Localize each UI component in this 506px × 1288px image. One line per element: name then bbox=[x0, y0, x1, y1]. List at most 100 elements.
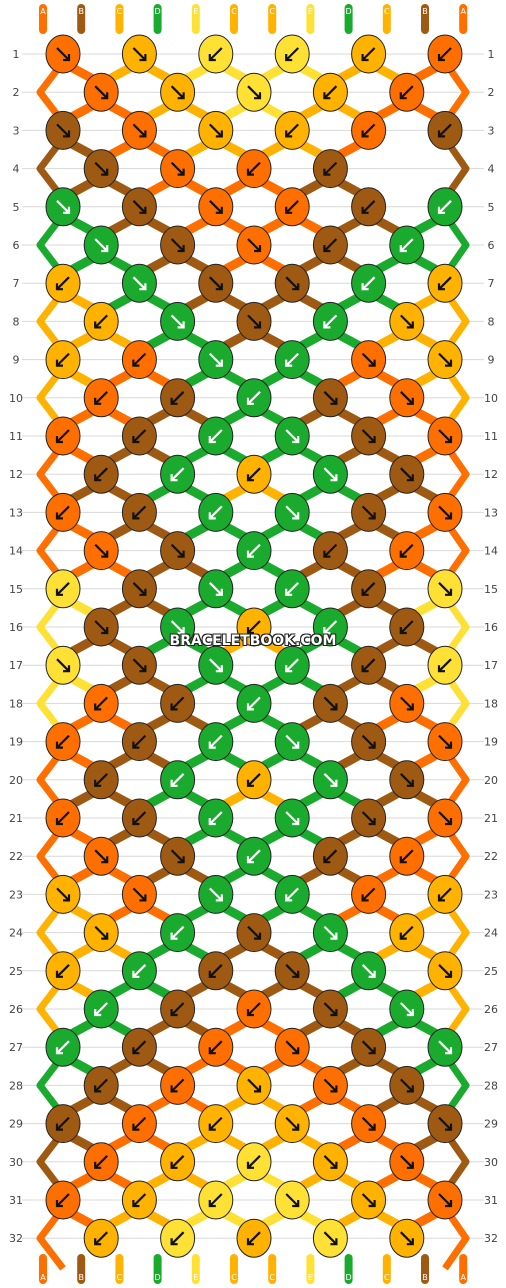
knot bbox=[45, 187, 81, 227]
arrow-head-icon bbox=[368, 970, 376, 978]
knot bbox=[351, 645, 387, 685]
knot bbox=[274, 187, 310, 227]
row-number: 19 bbox=[484, 736, 498, 749]
strand-end: C bbox=[230, 4, 238, 34]
knot bbox=[198, 110, 234, 150]
arrow-head-icon bbox=[437, 54, 445, 62]
arrow-head-icon bbox=[445, 512, 453, 520]
arrow-head-icon bbox=[215, 206, 223, 214]
arrow-se-icon bbox=[361, 505, 376, 520]
arrow-sw-icon bbox=[56, 1116, 70, 1131]
arrow-sw-icon bbox=[56, 811, 70, 825]
arrow-head-icon bbox=[177, 321, 185, 329]
arrow-head-icon bbox=[368, 1200, 376, 1208]
arrow-head-icon bbox=[132, 970, 140, 978]
arrow-se-icon bbox=[94, 161, 108, 176]
edge-thread-right bbox=[442, 1206, 470, 1271]
row-number: 12 bbox=[484, 468, 498, 481]
strand-tail bbox=[421, 4, 429, 34]
arrow-head-icon bbox=[361, 206, 369, 214]
knot bbox=[45, 1180, 81, 1220]
arrow-head-icon bbox=[246, 627, 254, 635]
edge-thread-left bbox=[36, 289, 66, 354]
row-number: 3 bbox=[13, 124, 20, 137]
arrow-head-icon bbox=[285, 130, 293, 138]
knot bbox=[274, 492, 310, 532]
knot bbox=[389, 1218, 425, 1258]
arrow-sw-icon bbox=[94, 1002, 108, 1016]
arrow-sw-icon bbox=[285, 123, 299, 138]
arrow-sw-icon bbox=[361, 47, 376, 61]
arrow-se-icon bbox=[323, 1002, 338, 1016]
arrow-head-icon bbox=[63, 130, 71, 138]
arrow-head-icon bbox=[254, 932, 262, 940]
row-number: 26 bbox=[484, 1003, 498, 1016]
arrow-head-icon bbox=[361, 894, 369, 902]
strand-end: B bbox=[421, 4, 429, 34]
knot bbox=[427, 722, 463, 762]
arrow-se-icon bbox=[94, 925, 108, 940]
knot bbox=[274, 110, 310, 150]
arrow-head-icon bbox=[368, 512, 376, 520]
row-number: 20 bbox=[484, 774, 498, 787]
strand-end: B bbox=[421, 1254, 429, 1284]
arrow-se-icon bbox=[209, 887, 223, 902]
arrow-se-icon bbox=[361, 811, 376, 825]
knot bbox=[389, 225, 425, 265]
knot bbox=[427, 951, 463, 991]
arrow-sw-icon bbox=[209, 811, 223, 825]
strand-end: C bbox=[382, 1254, 391, 1284]
arrow-se-icon bbox=[400, 696, 414, 711]
arrow-sw-icon bbox=[56, 1040, 70, 1054]
knot bbox=[427, 645, 463, 685]
row-number: 23 bbox=[9, 888, 23, 901]
strand-label: C bbox=[117, 1273, 123, 1282]
strand-label: B bbox=[422, 1273, 428, 1282]
knot bbox=[83, 989, 119, 1029]
knot bbox=[121, 722, 157, 762]
arrow-head-icon bbox=[406, 474, 414, 482]
knot bbox=[83, 72, 119, 112]
knot bbox=[427, 569, 463, 609]
arrow-sw-icon bbox=[94, 467, 108, 481]
arrow-head-icon bbox=[246, 550, 254, 558]
knot bbox=[274, 1027, 310, 1067]
knot bbox=[351, 187, 387, 227]
edge-thread-right bbox=[442, 365, 470, 430]
arrow-sw-icon bbox=[400, 543, 414, 558]
arrow-head-icon bbox=[323, 550, 331, 558]
strand-label: E bbox=[308, 7, 313, 16]
row-number: 2 bbox=[488, 86, 495, 99]
knot bbox=[45, 492, 81, 532]
knot bbox=[160, 378, 196, 418]
knot bbox=[351, 34, 387, 74]
knot bbox=[236, 1142, 272, 1182]
arrow-sw-icon bbox=[209, 964, 223, 978]
row-number: 7 bbox=[488, 277, 495, 290]
arrow-se-icon bbox=[56, 658, 70, 672]
arrow-head-icon bbox=[323, 245, 331, 253]
arrow-head-icon bbox=[292, 970, 300, 978]
arrow-sw-icon bbox=[56, 429, 70, 443]
arrow-head-icon bbox=[330, 703, 338, 711]
row-number: 8 bbox=[13, 315, 20, 328]
arrow-sw-icon bbox=[247, 1155, 261, 1169]
row-number: 29 bbox=[9, 1118, 23, 1131]
arrow-head-icon bbox=[445, 1200, 453, 1208]
arrow-sw-icon bbox=[285, 47, 299, 61]
knot bbox=[427, 1180, 463, 1220]
arrow-head-icon bbox=[406, 1009, 414, 1017]
knot bbox=[121, 645, 157, 685]
knot bbox=[236, 1218, 272, 1258]
arrow-head-icon bbox=[323, 321, 331, 329]
row-number: 11 bbox=[484, 430, 498, 443]
edge-thread-left bbox=[36, 823, 66, 889]
strand-tail bbox=[230, 4, 238, 34]
arrow-head-icon bbox=[406, 779, 414, 787]
arrow-se-icon bbox=[170, 238, 185, 252]
knot bbox=[312, 1142, 348, 1182]
edge-thread-left bbox=[36, 518, 66, 583]
strand-tail bbox=[115, 4, 124, 34]
